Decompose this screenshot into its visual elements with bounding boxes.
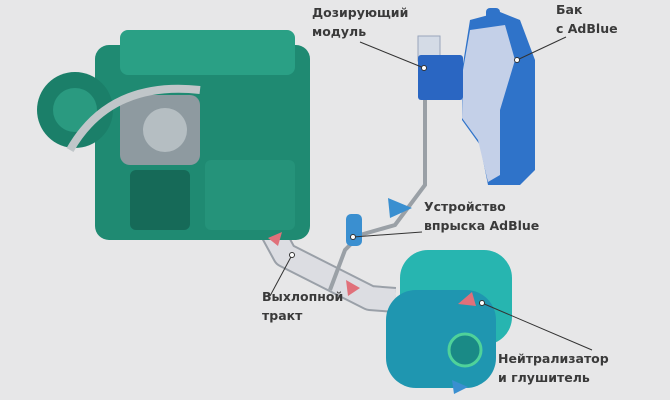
label-line: Бак — [556, 2, 583, 17]
adblue-tank — [462, 8, 535, 185]
label-line: впрыска AdBlue — [424, 218, 540, 233]
dosing-module — [417, 35, 463, 100]
label-adblue-tank: Бак с AdBlue — [556, 0, 618, 38]
exhaust-flow-arrow — [268, 232, 282, 246]
adblue-injector — [346, 214, 362, 246]
leader-lines — [269, 36, 593, 351]
exhaust-flow-arrow — [346, 280, 360, 296]
label-adblue-injector: Устройство впрыска AdBlue — [424, 197, 539, 235]
label-dosing-module: Дозирующий модуль — [312, 3, 408, 41]
label-line: Нейтрализатор — [498, 351, 609, 366]
adblue-line — [328, 100, 427, 291]
label-line: Устройство — [424, 199, 506, 214]
label-line: с AdBlue — [556, 21, 618, 36]
label-line: тракт — [262, 308, 303, 323]
engine — [37, 30, 310, 240]
adblue-flow-arrow — [452, 380, 468, 394]
label-line: Дозирующий — [312, 5, 409, 20]
label-exhaust: Выхлопной тракт — [262, 287, 343, 325]
exhaust-flow-arrow — [458, 292, 476, 306]
adblue-flow-arrow — [388, 198, 412, 218]
label-line: Выхлопной — [262, 289, 344, 304]
label-catalyst: Нейтрализатор и глушитель — [498, 349, 609, 387]
catalyst-muffler — [386, 250, 512, 388]
label-line: модуль — [312, 24, 367, 39]
label-line: и глушитель — [498, 370, 590, 385]
